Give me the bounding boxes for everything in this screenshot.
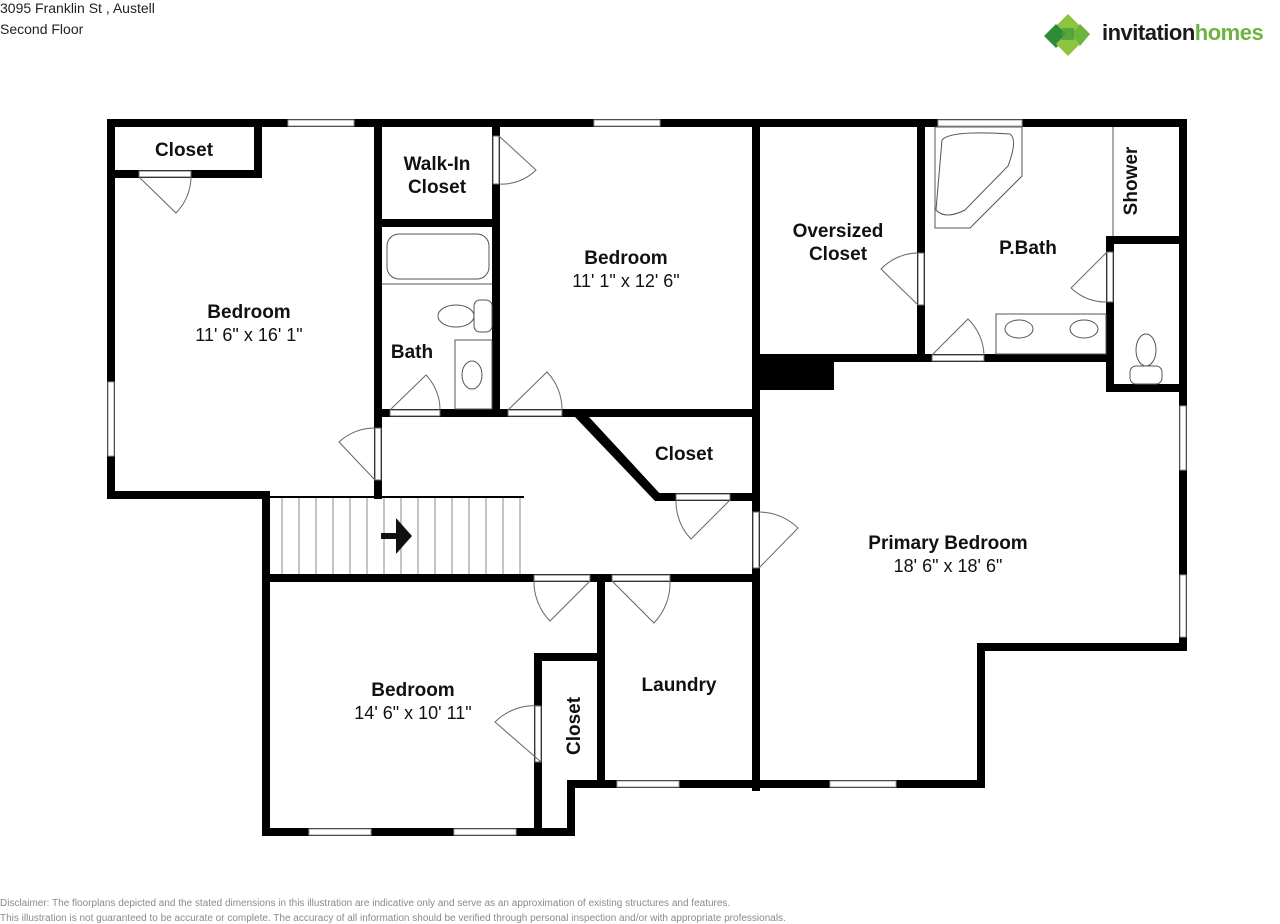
room-label-bath: Bath (391, 342, 433, 363)
room-label-laundry: Laundry (642, 675, 717, 696)
room-label-oversized-closet: Oversized (793, 221, 884, 242)
room-label-bedroom-bottom: Bedroom (371, 680, 454, 701)
logo-wordmark: invitationhomes (1102, 20, 1264, 46)
floor-label: Second Floor (0, 21, 84, 37)
room-label-bedroom-middle: Bedroom (584, 248, 667, 269)
sink-icon (461, 360, 483, 390)
fixtures (382, 126, 1163, 410)
room-dims-primary-bedroom: 18' 6" x 18' 6" (894, 556, 1003, 576)
room-label-walk-in-closet: Walk-In (404, 154, 471, 175)
logo-text-homes: homes (1194, 20, 1264, 45)
bathtub-icon (386, 233, 490, 280)
invitation-homes-logo-icon (1044, 14, 1090, 56)
room-label-oversized-closet-2: Closet (809, 244, 868, 265)
corner-tub-icon (935, 132, 1014, 216)
room-label-shower: Shower (1121, 146, 1142, 215)
primary-toilet-icon (1135, 333, 1157, 367)
room-label-bedroom-left: Bedroom (207, 302, 290, 323)
room-label-closet-bottom: Closet (564, 696, 585, 755)
room-label-walk-in-closet-2: Closet (408, 177, 467, 198)
room-label-primary-bedroom: Primary Bedroom (868, 533, 1027, 554)
room-label-closet-top-left: Closet (155, 140, 214, 161)
room-label-hall-closet: Closet (655, 444, 714, 465)
walls (107, 119, 1187, 836)
staircase (270, 496, 524, 574)
windows (107, 119, 1187, 836)
room-dims-bedroom-left: 11' 6" x 16' 1" (195, 325, 302, 345)
doors (138, 135, 1114, 763)
stairs-direction-arrow-icon (381, 518, 412, 554)
room-label-primary-bath: P.Bath (999, 238, 1057, 259)
double-sink-right-icon (1069, 319, 1099, 339)
double-sink-left-icon (1004, 319, 1034, 339)
disclaimer-line-1: Disclaimer: The floorplans depicted and … (0, 898, 731, 909)
property-address: 3095 Franklin St , Austell (0, 0, 155, 16)
brand-logo: invitationhomes (1044, 12, 1280, 58)
disclaimer-line-2: This illustration is not guaranteed to b… (0, 913, 786, 924)
room-dims-bedroom-bottom: 14' 6" x 10' 11" (354, 703, 471, 723)
logo-text-invitation: invitation (1102, 20, 1195, 45)
room-labels: Closet Bedroom 11' 6" x 16' 1" Walk-In C… (155, 140, 1142, 755)
room-dims-bedroom-middle: 11' 1" x 12' 6" (572, 271, 679, 291)
toilet-icon (437, 304, 475, 328)
